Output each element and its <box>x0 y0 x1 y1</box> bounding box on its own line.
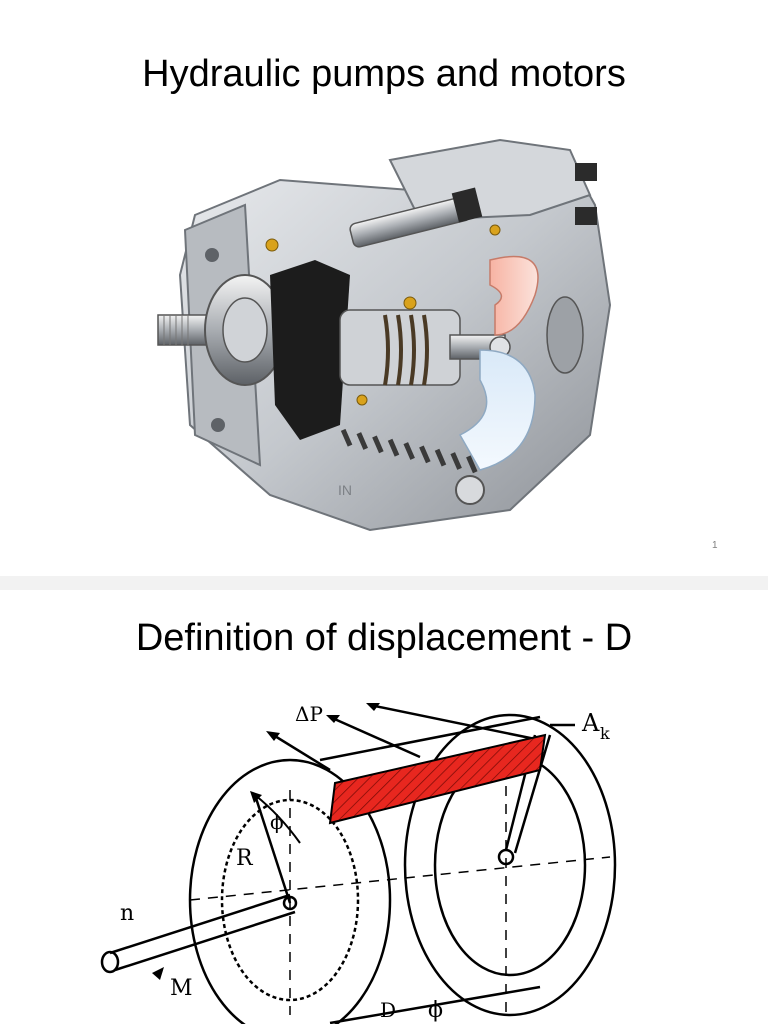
cast-inlet-marking: IN <box>338 482 352 498</box>
hatched-area-ak <box>328 733 547 825</box>
port-opening <box>546 296 584 374</box>
left-disk-inner <box>220 798 360 1002</box>
slide-title: Hydraulic pumps and motors <box>142 53 626 95</box>
pressure-channel <box>489 255 539 336</box>
label-bottom-right: ϕ <box>428 998 443 1023</box>
control-spring <box>340 428 478 474</box>
label-a: A <box>581 709 600 737</box>
slide-1: Hydraulic pumps and motors <box>142 53 718 551</box>
swash-plate <box>270 260 350 440</box>
page-number: 1 <box>712 540 718 551</box>
right-disk-outer <box>403 713 617 1017</box>
label-m: M <box>170 976 193 1001</box>
slide-divider <box>0 576 768 590</box>
label-k: k <box>600 724 610 743</box>
label-n: n <box>120 901 134 926</box>
piston-spring <box>383 314 429 386</box>
label-r: R <box>236 846 254 871</box>
label-delta-p: ΔP <box>295 702 323 726</box>
pump-cutaway-illustration: IN <box>157 138 612 532</box>
slide-2: Definition of displacement - D <box>0 590 768 1024</box>
slide-title: Definition of displacement - D <box>135 617 633 659</box>
label-bottom-left: D <box>380 998 396 1022</box>
label-phi: ϕ <box>270 810 284 834</box>
displacement-diagram: ΔP A k R ϕ n M D ϕ <box>100 702 617 1024</box>
suction-channel <box>458 349 536 471</box>
